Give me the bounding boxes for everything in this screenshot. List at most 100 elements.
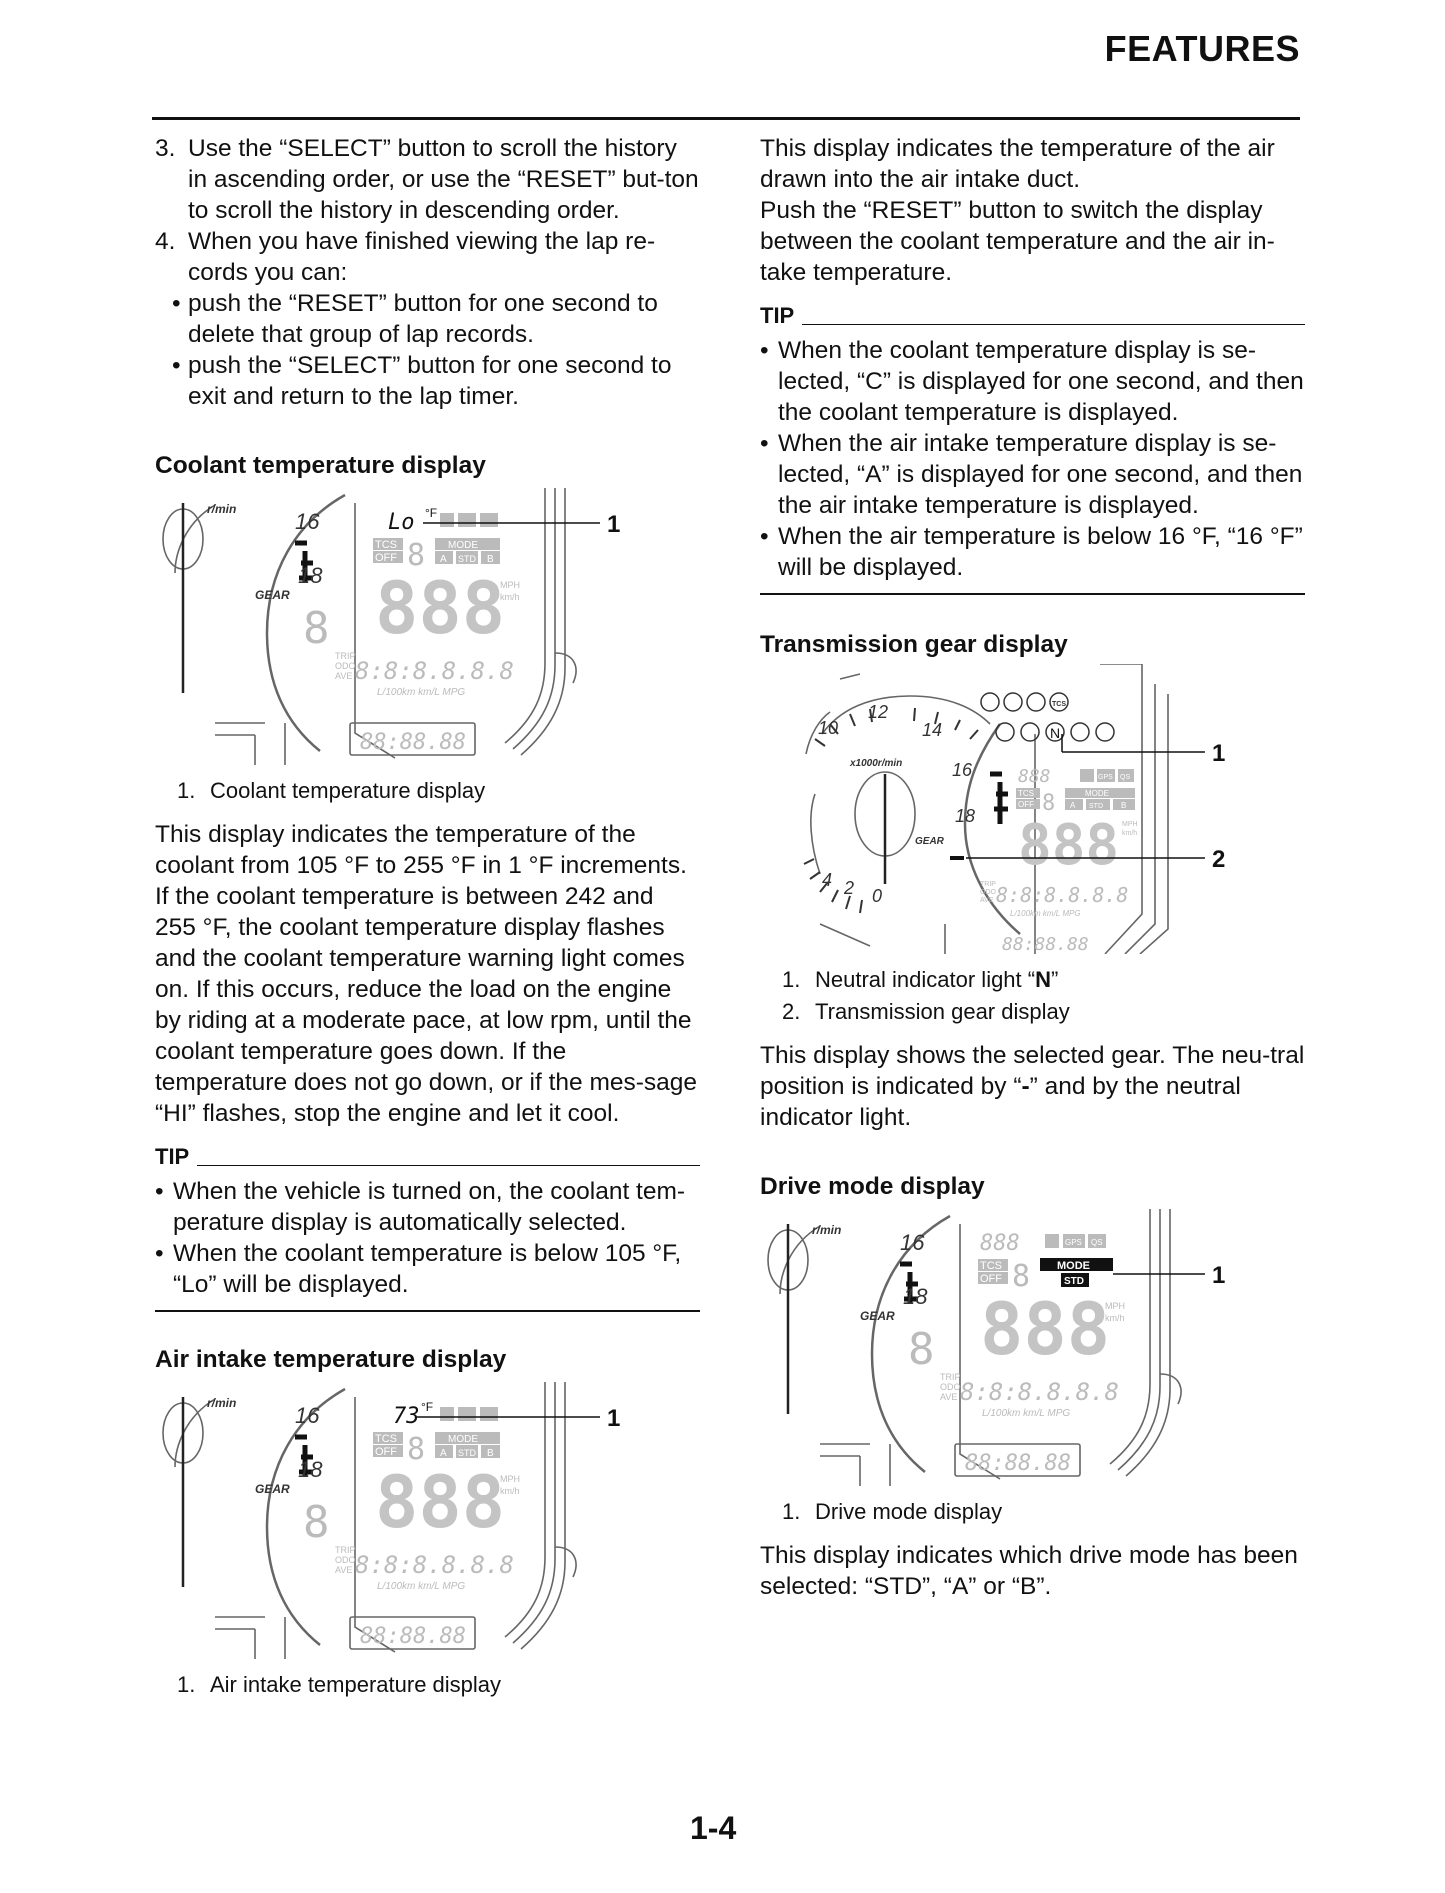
gear-label: GEAR — [255, 1482, 290, 1496]
bullet-icon: • — [760, 523, 769, 550]
step-text: When you have finished viewing the lap r… — [188, 228, 656, 286]
mode-label: MODE — [448, 540, 478, 551]
trip-label: TRIP — [335, 1545, 356, 1555]
temp-readout: 888 — [1018, 766, 1051, 787]
caption-text: Coolant temperature display — [210, 778, 486, 803]
tip-header: TIP — [760, 300, 1305, 331]
gps-label: GPS — [1098, 774, 1113, 781]
odo-label: ODO — [940, 1382, 961, 1392]
tach-label-10: 10 — [818, 718, 838, 738]
tcs-off-label: OFF — [1018, 800, 1034, 809]
caption-text: Air intake temperature display — [210, 1671, 502, 1697]
figure-caption: 2. Transmission gear display — [760, 998, 1305, 1026]
header-rule — [152, 117, 1300, 120]
tip-bullet: • When the air intake temperature displa… — [760, 428, 1305, 521]
tcs-level-digit: 8 — [1042, 791, 1055, 816]
mode-label: MODE — [1085, 789, 1109, 798]
step-number: 3. — [155, 135, 176, 162]
mode-b: B — [1121, 801, 1126, 810]
tcs-level-digit: 8 — [1012, 1259, 1030, 1294]
figure-caption: 1. Air intake temperature display — [155, 1671, 700, 1699]
air-intake-body-1: This display indicates the temperature o… — [760, 135, 1275, 193]
clock-digits: 88:88.88 — [1002, 934, 1089, 954]
bullet-item: • push the “RESET” button for one second… — [155, 288, 700, 350]
mode-std: STD — [458, 1448, 477, 1458]
mode-std: STD — [1089, 803, 1103, 810]
figure-caption: 1. Drive mode display — [760, 1498, 1305, 1526]
mode-a: A — [440, 1448, 447, 1459]
caption-text-end: ” — [1051, 966, 1059, 992]
kmh-label: km/h — [1122, 830, 1137, 837]
transmission-gear-display-figure: 10 12 14 x1000r/min 16 18 4 2 0 GEAR TCS… — [803, 663, 1225, 954]
clock-digits: 88:88.88 — [360, 1624, 466, 1649]
gear-label: GEAR — [915, 836, 945, 847]
kmh-label: km/h — [500, 592, 520, 602]
tach-label-0: 0 — [872, 886, 882, 906]
drive-mode-label: MODE — [1057, 1260, 1090, 1272]
coolant-display-figure: r/min 16 18 GEAR 8 Lo °F TCS OFF 8 MODE … — [162, 488, 620, 765]
mode-b: B — [487, 1448, 494, 1459]
bullet-text: push the “SELECT” button for one second … — [188, 352, 672, 410]
fuel-units: L/100km km/L MPG — [982, 1408, 1070, 1419]
callout-1: 1 — [607, 511, 620, 538]
temp-readout: 888 — [980, 1231, 1020, 1256]
tip-label: TIP — [760, 303, 795, 328]
section-heading-drive-mode: Drive mode display — [760, 1172, 985, 1200]
tip-end-rule — [760, 593, 1305, 595]
tip-rule — [197, 1165, 700, 1166]
mode-a: A — [1070, 801, 1076, 810]
rpm-unit-label: r/min — [207, 1396, 236, 1410]
coolant-body: This display indicates the temperature o… — [155, 821, 698, 1127]
tach-label-16: 16 — [952, 760, 973, 780]
mph-label: MPH — [500, 1474, 520, 1484]
tcs-off-label: OFF — [980, 1273, 1002, 1285]
tip-bullet: • When the coolant temperature is below … — [155, 1238, 700, 1300]
caption-number: 2. — [782, 998, 801, 1024]
page-header-title: FEATURES — [1104, 28, 1300, 69]
air-temp-readout: 73 — [393, 1404, 420, 1429]
trip-label: TRIP — [980, 881, 996, 888]
caption-text-start: Neutral indicator light “ — [815, 966, 1036, 992]
section-heading-air-intake: Air intake temperature display — [155, 1345, 507, 1373]
tip-end-rule — [155, 1310, 700, 1312]
tip-bullet: • When the vehicle is turned on, the coo… — [155, 1176, 700, 1238]
tcs-off-label: OFF — [375, 552, 397, 564]
step-number: 4. — [155, 228, 176, 255]
tach-label-16: 16 — [295, 1403, 320, 1428]
bullet-icon: • — [155, 1240, 164, 1267]
gps-label: GPS — [1065, 1238, 1082, 1247]
tach-label-16: 16 — [295, 509, 320, 534]
mode-b: B — [487, 554, 494, 565]
speed-readout: 888 — [980, 1287, 1110, 1371]
clock-digits: 88:88.88 — [360, 730, 466, 755]
caption-number: 1. — [177, 778, 196, 803]
kmh-label: km/h — [500, 1486, 520, 1496]
coolant-readout: Lo — [388, 510, 415, 535]
section-heading-gear: Transmission gear display — [760, 630, 1068, 658]
speed-readout: 888 — [1018, 813, 1119, 878]
tip-bullet: • When the coolant temperature display i… — [760, 335, 1305, 428]
caption-number: 1. — [177, 1671, 196, 1697]
ave-label: AVE — [940, 1392, 957, 1402]
step-text: Use the “SELECT” button to scroll the hi… — [188, 135, 699, 224]
temp-unit: °F — [421, 1400, 433, 1414]
bullet-item: • push the “SELECT” button for one secon… — [155, 350, 700, 412]
gear-body-start: This display shows the selected gear. Th… — [760, 1041, 1305, 1100]
tcs-level-digit: 8 — [407, 1432, 425, 1467]
mph-label: MPH — [1105, 1301, 1125, 1311]
temp-unit: °F — [425, 506, 437, 520]
tach-label-16: 16 — [900, 1230, 925, 1255]
fuel-units: L/100km km/L MPG — [377, 687, 465, 698]
tcs-label: TCS — [1018, 789, 1034, 798]
right-column: This display indicates the temperature o… — [760, 133, 1305, 1602]
drive-mode-body: This display indicates which drive mode … — [760, 1541, 1298, 1600]
tach-label-18: 18 — [298, 1457, 323, 1482]
air-intake-body-2: Push the “RESET” button to switch the di… — [760, 197, 1275, 286]
trip-label: TRIP — [940, 1372, 961, 1382]
tach-label-18: 18 — [903, 1284, 928, 1309]
tip-rule — [802, 324, 1305, 325]
drive-mode-display-figure: r/min 16 18 GEAR 8 888 GPS QS TCS OFF 8 … — [767, 1208, 1225, 1486]
rpm-unit-label: r/min — [207, 502, 236, 516]
odo-label: ODO — [980, 889, 997, 896]
caption-text: Transmission gear display — [815, 998, 1070, 1024]
